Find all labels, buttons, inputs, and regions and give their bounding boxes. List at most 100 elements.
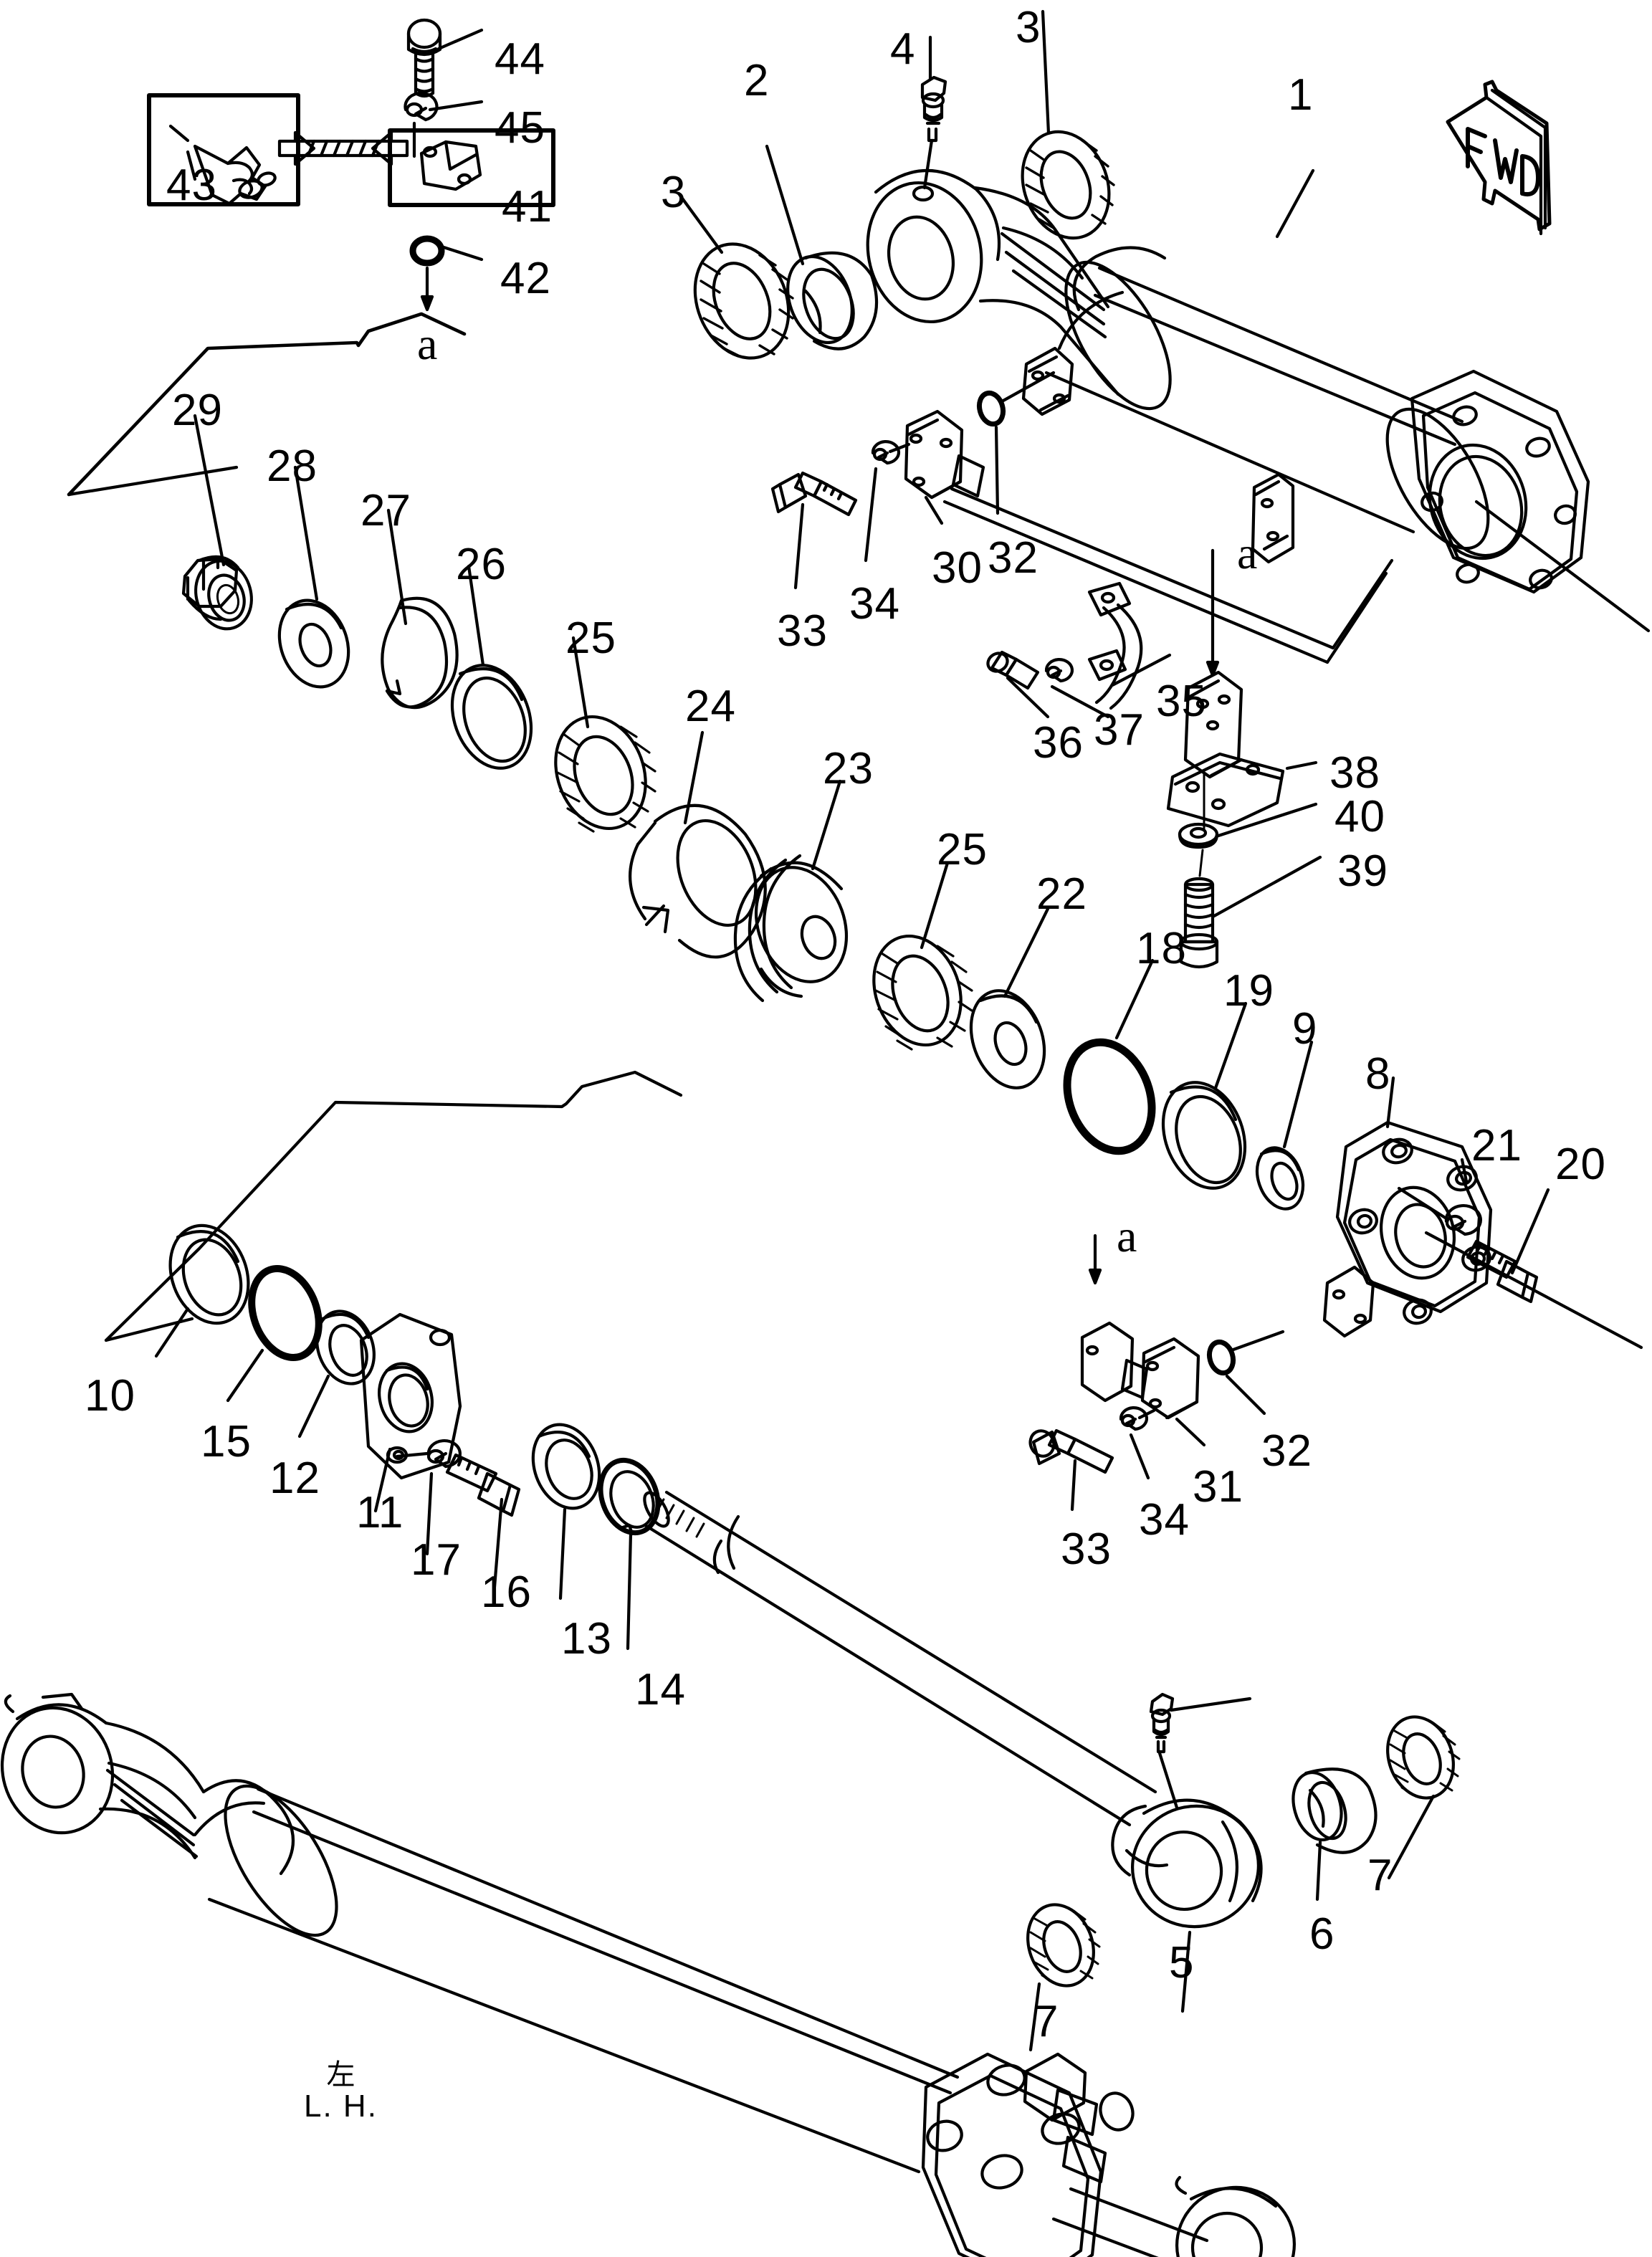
callout-7-dust-seal-ring: 7	[1367, 1851, 1393, 1900]
part-34-snap-ring-upper	[871, 440, 900, 465]
piston-rod	[643, 1490, 1157, 1827]
callout-14-snap-ring: 14	[635, 1665, 686, 1714]
part-23-piston	[733, 854, 849, 1003]
callout-33-bolt: 33	[777, 606, 828, 656]
callout-34-snap-ring: 34	[849, 579, 900, 629]
leader-44	[436, 28, 484, 51]
callout-37-snap-ring: 37	[1094, 705, 1145, 755]
callout-2-bushing: 2	[744, 56, 770, 105]
callout-21-snap-ring: 21	[1471, 1121, 1522, 1170]
section-marker-a: a	[1237, 528, 1258, 578]
part-38-clamp-plate	[1166, 752, 1285, 828]
leader-24	[683, 730, 705, 825]
callout-4-grease-fitting: 4	[890, 24, 916, 74]
callout-29-lock-nut: 29	[172, 386, 223, 435]
part-3-dust-seal-right	[1021, 130, 1115, 240]
callout-32-o-ring: 32	[1261, 1426, 1312, 1476]
callout-33-bolt: 33	[1061, 1524, 1112, 1574]
assembly-line-32-lower	[1229, 1330, 1285, 1352]
callout-6-spacer-bushing: 6	[1309, 1909, 1335, 1959]
part-26-backup-ring	[450, 664, 533, 770]
part-7-dust-seal-left	[1026, 1903, 1101, 1988]
leader-3-left	[677, 191, 724, 254]
part-25-seal-ring-upper	[554, 715, 656, 833]
leader-45	[428, 100, 484, 112]
part-19-rod-seal	[1161, 1081, 1247, 1190]
assembly-line-40-39	[1198, 849, 1204, 877]
callout-15-o-ring: 15	[201, 1417, 252, 1466]
leader-2	[765, 144, 805, 266]
leader-10	[154, 1307, 190, 1358]
section-marker-a: a	[417, 318, 438, 369]
leader-5	[1180, 1930, 1192, 2013]
callout-24-wear-ring: 24	[685, 682, 736, 731]
leader-17	[425, 1471, 434, 1556]
leader-20	[1510, 1188, 1550, 1275]
callout-27-snap-ring: 27	[361, 486, 411, 535]
callout-5-rod-eye-bearing: 5	[1169, 1938, 1195, 1988]
leader-29	[193, 414, 226, 567]
leader-1	[1275, 168, 1315, 239]
leader-18	[1114, 958, 1155, 1040]
cylinder-rod-eye-bottom	[1111, 1798, 1263, 1929]
part-17-snap-ring	[426, 1439, 462, 1469]
callout-1-cylinder-tube: 1	[1288, 70, 1314, 120]
part-44-plug-screw	[406, 18, 442, 98]
group-bracket-top-right	[1474, 500, 1651, 633]
leader-37	[1050, 684, 1110, 719]
part-8-cylinder-head	[1322, 1120, 1493, 1338]
callout-19-rod-seal: 19	[1223, 966, 1274, 1016]
leader-13	[558, 1507, 567, 1600]
part-32-o-ring-lower	[1206, 1339, 1236, 1376]
callout-44-plug-screw: 44	[495, 34, 545, 84]
part-40-washer	[1178, 822, 1219, 849]
section-marker-a: a	[1117, 1211, 1137, 1261]
part-9-bushing	[1255, 1146, 1305, 1211]
leader-23	[811, 779, 842, 871]
leader-6	[1315, 1840, 1322, 1901]
callout-25-seal-ring: 25	[937, 825, 988, 874]
leader-12	[297, 1374, 330, 1438]
detail-box-41-frame	[388, 128, 555, 207]
leader-32-lower	[1225, 1374, 1266, 1416]
leader-25-lower	[920, 861, 950, 950]
callout-32-o-ring: 32	[988, 533, 1039, 583]
callout-16-bolt: 16	[481, 1568, 532, 1617]
part-21-snap-ring	[1444, 1203, 1482, 1236]
part-42-o-ring	[409, 235, 445, 267]
part-30-tube-fitting	[904, 409, 985, 500]
part-36-bolt	[986, 650, 1040, 690]
leader-33-lower	[1070, 1459, 1077, 1512]
assembly-line-4-bottom	[1157, 1751, 1179, 1810]
leader-22	[1003, 907, 1050, 998]
leader-27	[386, 508, 408, 626]
detail-box-43-frame	[147, 93, 300, 206]
part-16-bolt	[445, 1453, 521, 1517]
leader-43	[186, 150, 197, 181]
leader-30	[924, 495, 944, 525]
callout-25-seal-ring: 25	[565, 614, 616, 663]
part-25-seal-ring-lower	[872, 934, 973, 1051]
leader-9	[1282, 1040, 1314, 1149]
callout-34-snap-ring: 34	[1139, 1495, 1190, 1545]
callout-26-backup-ring: 26	[456, 540, 507, 589]
variant-view-label: 左 L. H.	[304, 2060, 378, 2123]
part-2-bushing	[786, 251, 879, 350]
callout-39-bolt: 39	[1337, 846, 1388, 896]
leader-8	[1385, 1076, 1395, 1129]
leader-36	[1006, 676, 1050, 719]
callout-22-washer: 22	[1036, 869, 1087, 919]
hydraulic-tube-lower	[1087, 581, 1143, 710]
part-4-grease-fitting	[920, 75, 947, 143]
assembly-line-34-lower	[1137, 1408, 1156, 1420]
callout-17-snap-ring: 17	[411, 1535, 462, 1585]
callout-30-tube-fitting: 30	[932, 543, 983, 593]
group-bracket-upper-left	[67, 312, 467, 497]
callout-20-bolt: 20	[1555, 1140, 1606, 1189]
assembly-line-21	[1397, 1186, 1448, 1221]
leader-14	[626, 1532, 633, 1651]
leader-32-upper	[994, 425, 1000, 515]
hydraulic-tube-upper	[942, 487, 1394, 664]
part-37-snap-ring	[1044, 658, 1074, 683]
